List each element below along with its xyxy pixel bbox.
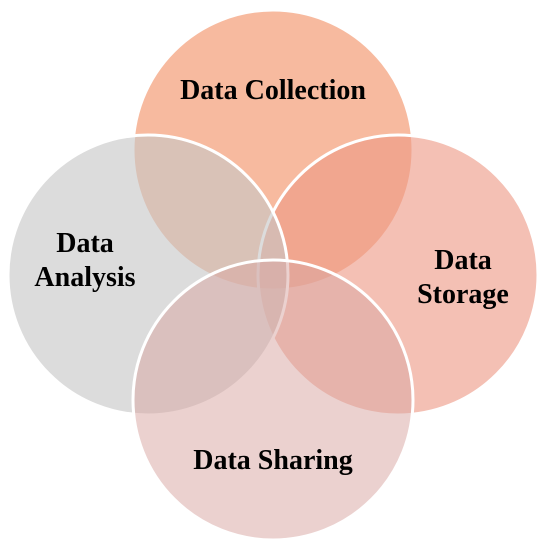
label-data-collection-line: Data Collection bbox=[180, 75, 366, 106]
label-data-storage: Data Storage bbox=[388, 244, 538, 312]
label-data-sharing: Data Sharing bbox=[150, 444, 396, 478]
label-data-storage-line-1: Data bbox=[434, 245, 492, 276]
label-data-analysis: Data Analysis bbox=[10, 227, 160, 295]
label-data-sharing-line: Data Sharing bbox=[193, 445, 353, 476]
label-data-storage-line-2: Storage bbox=[417, 279, 509, 310]
circle-data-sharing bbox=[131, 258, 415, 542]
label-data-collection: Data Collection bbox=[150, 74, 396, 108]
label-data-analysis-line-1: Data bbox=[56, 228, 114, 259]
label-data-analysis-line-2: Analysis bbox=[34, 262, 136, 293]
